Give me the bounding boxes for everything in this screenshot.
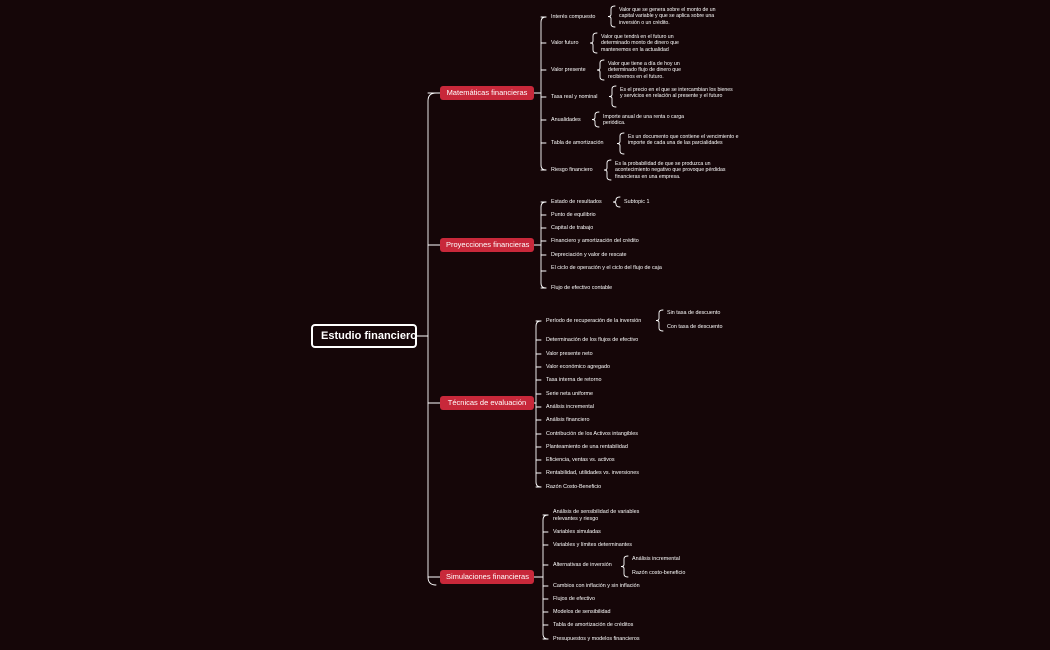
- detail-anualidades: Importe anual de una renta o carga perió…: [603, 114, 685, 127]
- subtopic-valor-presente[interactable]: Valor presente: [551, 67, 586, 73]
- subtopic-valor-presente-neto[interactable]: Valor presente neto: [546, 351, 593, 357]
- subtopic-depreciacion[interactable]: Depreciación y valor de rescate: [551, 252, 627, 258]
- subtopic-estado-resultados[interactable]: Estado de resultados: [551, 199, 602, 205]
- subtopic-financiero-amortizacion[interactable]: Financiero y amortización del crédito: [551, 238, 639, 244]
- brace-riesgo: [603, 159, 612, 181]
- detail-tasa-real-nominal: Es el precio en el que se intercambian l…: [620, 87, 733, 100]
- subtopic-razon-costo-beneficio[interactable]: Razón Costo-Beneficio: [546, 484, 602, 490]
- brace-interes: [607, 5, 616, 28]
- subtopic-punto-equilibrio[interactable]: Punto de equilibrio: [551, 212, 596, 218]
- detail-interes-compuesto: Valor que se genera sobre el monto de un…: [619, 7, 716, 26]
- subtopic-eficiencia[interactable]: Eficiencia, ventas vs. activos: [546, 457, 615, 463]
- subtopic-activos-intangibles[interactable]: Contribución de los Activos intangibles: [546, 431, 638, 437]
- root-topic[interactable]: Estudio financiero: [311, 324, 417, 348]
- branch-simulaciones-financieras[interactable]: Simulaciones financieras: [440, 570, 534, 584]
- brace-anualidades: [591, 111, 600, 128]
- branch-matematicas-financieras[interactable]: Matemáticas financieras: [440, 86, 534, 100]
- subtopic-rentabilidad[interactable]: Rentabilidad, utilidades vs. inversiones: [546, 470, 639, 476]
- detail-tabla-amortizacion: Es un documento que contiene el vencimie…: [628, 134, 739, 147]
- subtopic-cambios-inflacion[interactable]: Cambios con inflación y sin inflación: [553, 583, 640, 589]
- root-bracket: [427, 92, 437, 586]
- detail-analisis-incremental[interactable]: Análisis incremental: [632, 556, 680, 562]
- detail-razon-costo-beneficio[interactable]: Razón costo-beneficio: [632, 570, 686, 576]
- subtopic-analisis-sensibilidad[interactable]: Análisis de sensibilidad de variables re…: [553, 509, 640, 522]
- subtopic-tabla-amortizacion-creditos[interactable]: Tabla de amortización de créditos: [553, 622, 634, 628]
- branch2-spine: [535, 320, 542, 488]
- subtopic-modelos-sensibilidad[interactable]: Modelos de sensibilidad: [553, 609, 611, 615]
- subtopic-variables-simuladas[interactable]: Variables simuladas: [553, 529, 601, 535]
- subtopic-tasa-interna[interactable]: Tasa interna de retorno: [546, 377, 602, 383]
- brace-alternativas: [620, 555, 629, 578]
- detail-riesgo-financiero: Es la probabilidad de que se produzca un…: [615, 161, 726, 180]
- brace-estado: [612, 196, 621, 208]
- brace-tabla: [616, 132, 625, 155]
- branch-tecnicas-de-evaluacion[interactable]: Técnicas de evaluación: [440, 396, 534, 410]
- subtopic-analisis-financiero[interactable]: Análisis financiero: [546, 417, 590, 423]
- branch1-spine: [540, 201, 547, 289]
- brace-tasa: [608, 85, 617, 108]
- brace-presente: [596, 59, 605, 81]
- detail-valor-presente: Valor que tiene a día de hoy un determin…: [608, 61, 681, 80]
- brace-periodo: [655, 309, 664, 332]
- subtopic-valor-economico[interactable]: Valor económico agregado: [546, 364, 611, 370]
- brace-futuro: [589, 32, 598, 54]
- branch-proyecciones-financieras[interactable]: Proyecciones financieras: [440, 238, 534, 252]
- subtopic-flujos-efectivo-sim[interactable]: Flujos de efectivo: [553, 596, 595, 602]
- subtopic-interes-compuesto[interactable]: Interés compuesto: [551, 14, 596, 20]
- subtopic-analisis-incremental[interactable]: Análisis incremental: [546, 404, 594, 410]
- detail-valor-futuro: Valor que tendrá en el futuro un determi…: [601, 34, 679, 53]
- subtopic-ciclo-operacion[interactable]: El ciclo de operación y el ciclo del flu…: [551, 265, 662, 271]
- subtopic-flujos-efectivo[interactable]: Determinación de los flujos de efectivo: [546, 337, 639, 343]
- subtopic-valor-futuro[interactable]: Valor futuro: [551, 40, 579, 46]
- branch0-spine: [540, 16, 547, 171]
- detail-subtopic-1[interactable]: Subtopic 1: [624, 199, 650, 205]
- subtopic-periodo-recuperacion[interactable]: Período de recuperación de la inversión: [546, 318, 642, 324]
- subtopic-riesgo-financiero[interactable]: Riesgo financiero: [551, 167, 593, 173]
- branch3-spine: [542, 514, 549, 640]
- subtopic-presupuestos[interactable]: Presupuestos y modelos financieros: [553, 636, 640, 642]
- subtopic-anualidades[interactable]: Anualidades: [551, 117, 581, 123]
- detail-con-tasa-descuento[interactable]: Con tasa de descuento: [667, 324, 723, 330]
- subtopic-planteamiento-rentabilidad[interactable]: Planteamiento de una rentabilidad: [546, 444, 628, 450]
- subtopic-tasa-real-nominal[interactable]: Tasa real y nominal: [551, 94, 598, 100]
- detail-sin-tasa-descuento[interactable]: Sin tasa de descuento: [667, 310, 721, 316]
- subtopic-variables-limites[interactable]: Variables y límites determinantes: [553, 542, 632, 548]
- subtopic-flujo-efectivo-contable[interactable]: Flujo de efectivo contable: [551, 285, 613, 291]
- subtopic-capital-trabajo[interactable]: Capital de trabajo: [551, 225, 594, 231]
- subtopic-alternativas-inversion[interactable]: Alternativas de inversión: [553, 562, 612, 568]
- subtopic-serie-neta[interactable]: Serie neta uniforme: [546, 391, 594, 397]
- subtopic-tabla-amortizacion[interactable]: Tabla de amortización: [551, 140, 604, 146]
